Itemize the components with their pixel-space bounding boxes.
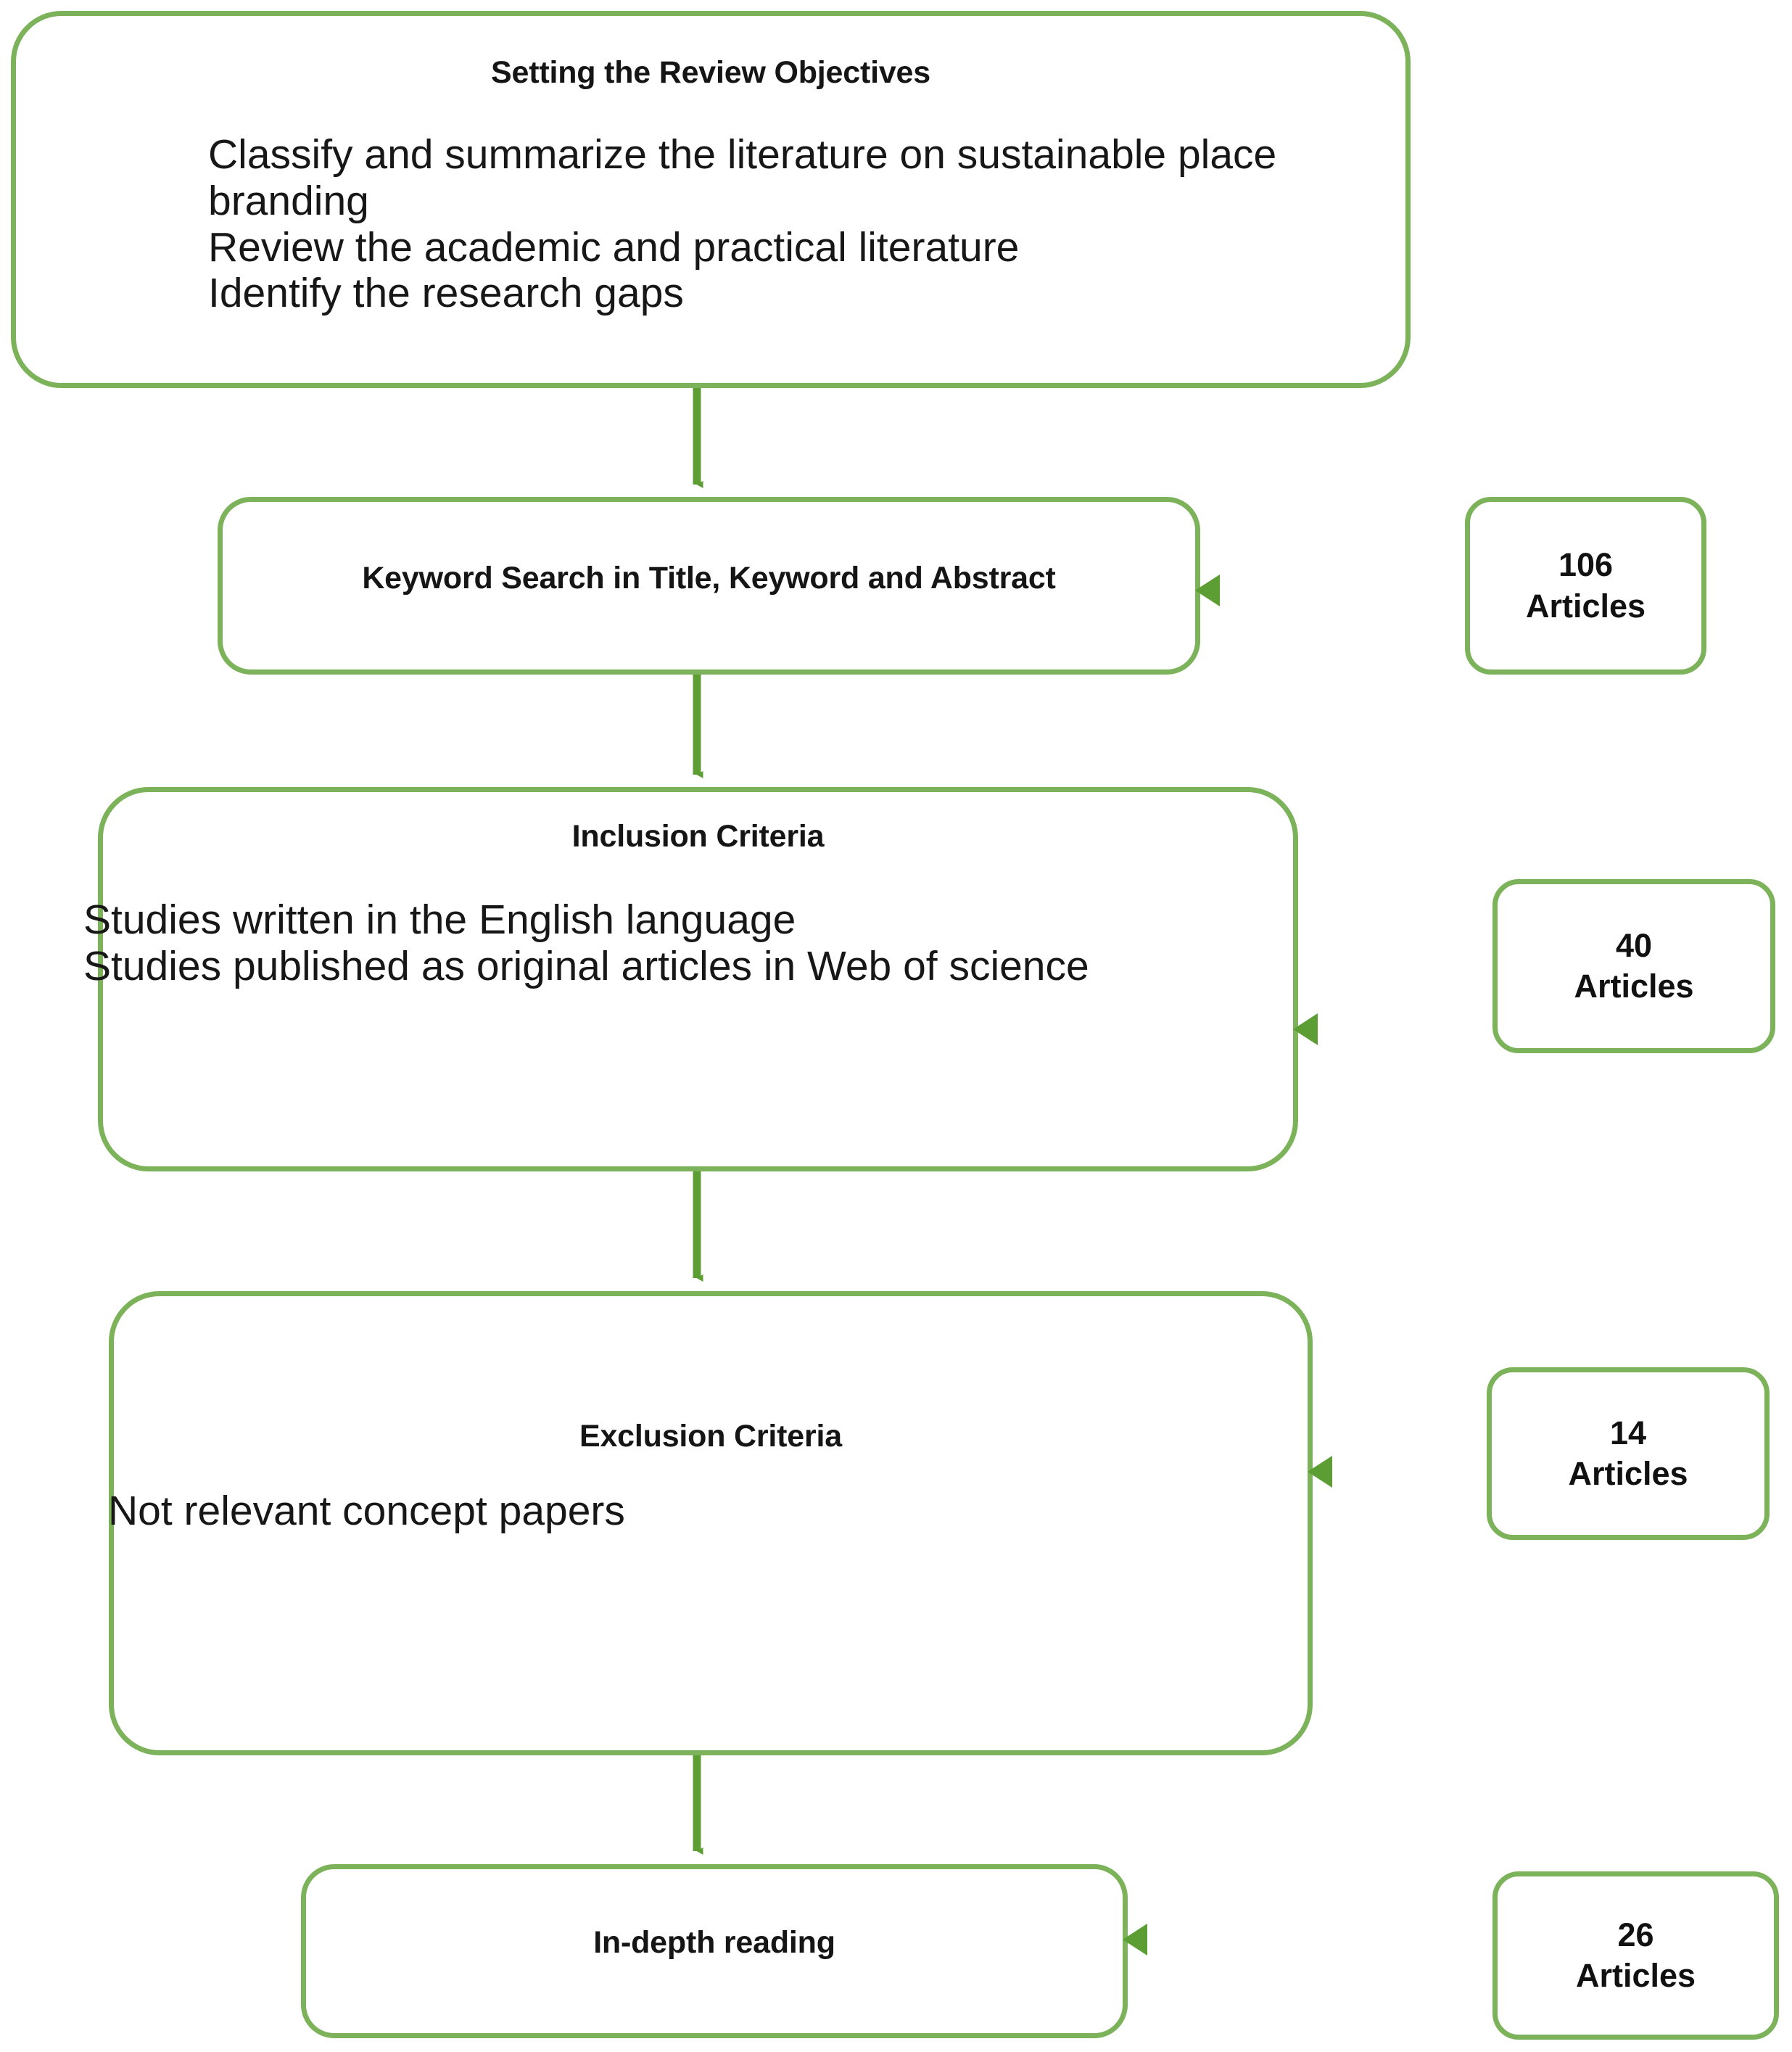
arrowhead-into-inclusion-criteria <box>1293 1013 1318 1045</box>
count-box-40-articles[interactable]: 40 Articles <box>1492 879 1775 1053</box>
node-keyword-search-title: Keyword Search in Title, Keyword and Abs… <box>362 561 1056 596</box>
node-in-depth-reading[interactable]: In-depth reading <box>301 1864 1147 2038</box>
count-26-number: 26 <box>1617 1916 1654 1953</box>
arrowhead-into-keyword-search <box>1195 574 1220 606</box>
node-exclusion-criteria[interactable]: Exclusion Criteria Not relevant concept … <box>108 1291 1332 1755</box>
count-14-number: 14 <box>1609 1414 1647 1451</box>
count-40-label: Articles <box>1574 968 1694 1005</box>
node-exclusion-criteria-title: Exclusion Criteria <box>579 1419 843 1454</box>
node-inclusion-criteria-body: Studies written in the English language … <box>83 897 1089 989</box>
node-inclusion-criteria-title: Inclusion Criteria <box>571 819 825 854</box>
count-box-106-articles[interactable]: 106 Articles <box>1465 497 1706 675</box>
count-26-label: Articles <box>1575 1957 1696 1994</box>
count-14-label: Articles <box>1568 1455 1688 1492</box>
node-review-objectives-title: Setting the Review Objectives <box>491 55 930 90</box>
node-review-objectives-body: Classify and summarize the literature on… <box>208 131 1277 317</box>
node-exclusion-criteria-body: Not relevant concept papers <box>108 1488 625 1534</box>
node-keyword-search[interactable]: Keyword Search in Title, Keyword and Abs… <box>218 497 1220 675</box>
count-box-26-articles[interactable]: 26 Articles <box>1492 1871 1779 2040</box>
arrowhead-into-exclusion-criteria <box>1308 1456 1332 1488</box>
node-inclusion-criteria[interactable]: Inclusion Criteria Studies written in th… <box>83 787 1318 1171</box>
arrowhead-into-in-depth-reading <box>1123 1924 1147 1956</box>
count-box-14-articles[interactable]: 14 Articles <box>1487 1367 1770 1540</box>
count-106-number: 106 <box>1558 546 1614 584</box>
count-40-number: 40 <box>1615 926 1653 964</box>
count-106-label: Articles <box>1525 587 1646 625</box>
node-in-depth-reading-title: In-depth reading <box>593 1925 835 1960</box>
node-review-objectives[interactable]: Setting the Review Objectives Classify a… <box>11 11 1411 388</box>
